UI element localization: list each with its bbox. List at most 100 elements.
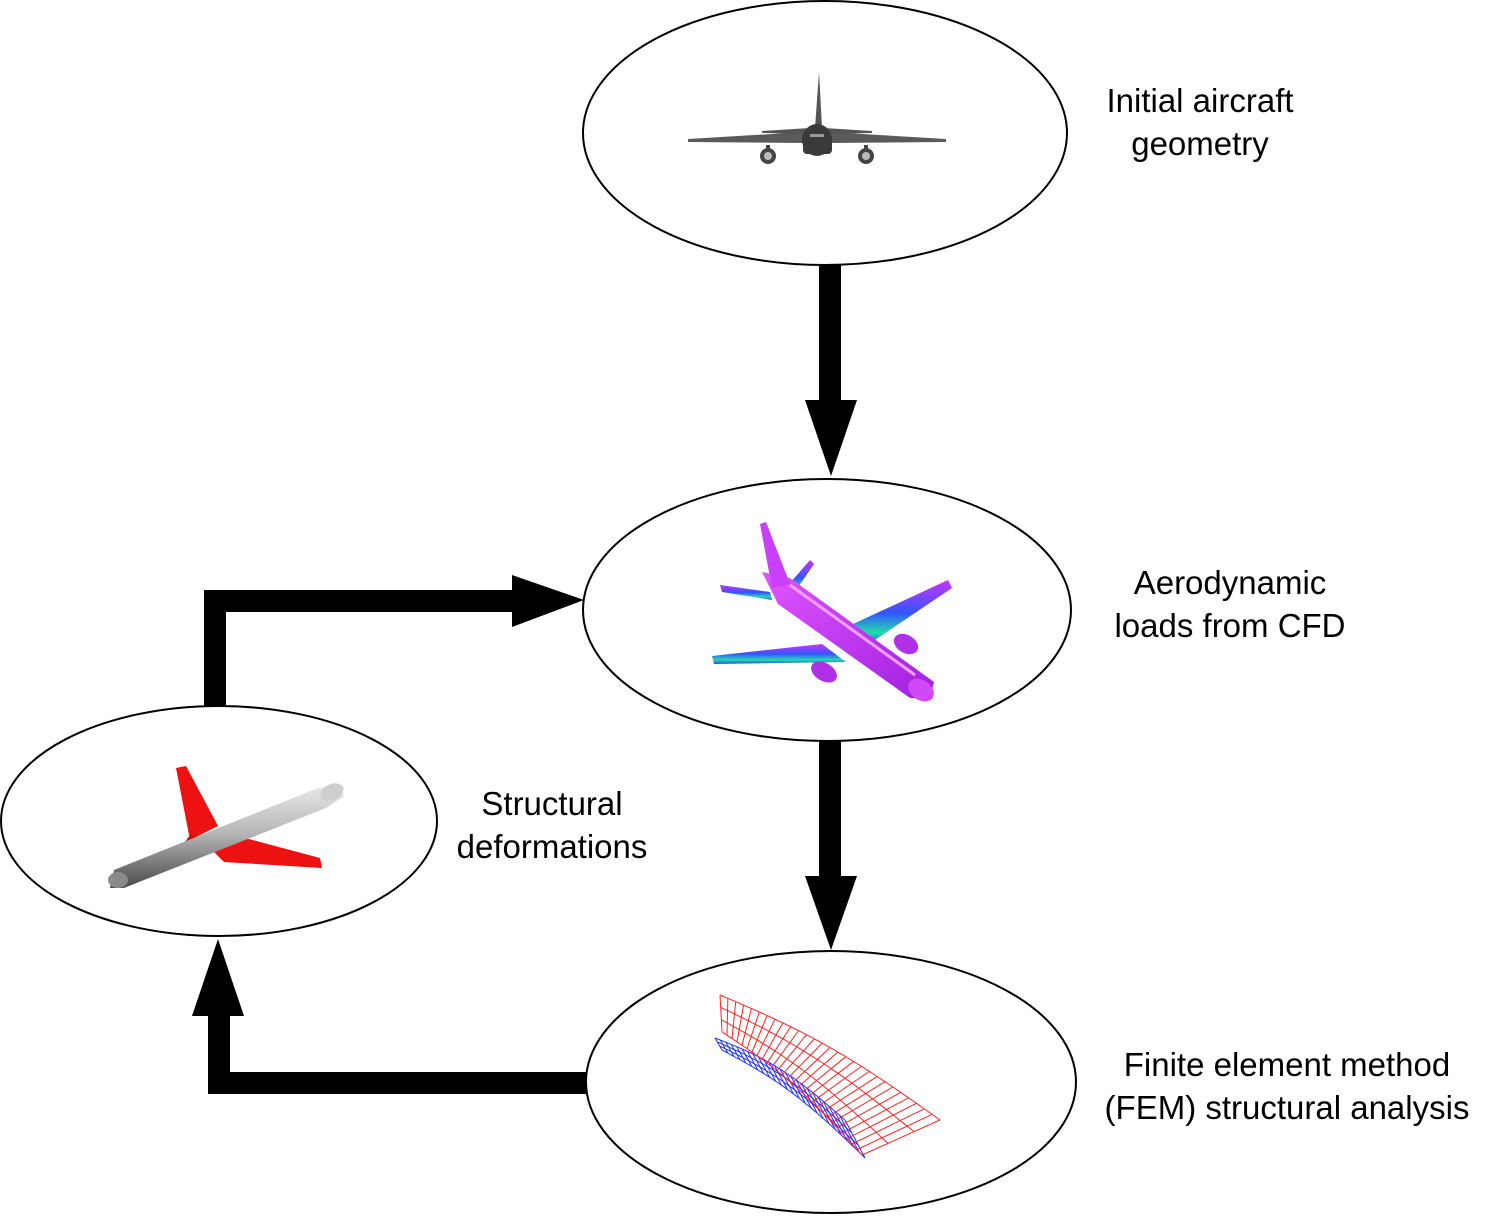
mesh-line [884, 1081, 895, 1089]
mesh-line [833, 1110, 840, 1116]
mesh-line [771, 1073, 778, 1079]
mesh-line [812, 1092, 819, 1098]
mesh-line [721, 1049, 729, 1054]
mesh-line [806, 1087, 813, 1093]
mesh-line [734, 1026, 743, 1032]
mesh-line [839, 1098, 847, 1106]
wing-mesh-icon [714, 994, 941, 1159]
mesh-line [852, 1111, 861, 1119]
mesh-line [776, 1034, 807, 1072]
mesh-line [719, 994, 730, 1000]
mesh-line [826, 1116, 834, 1124]
mesh-line [905, 1124, 915, 1133]
mesh-line [816, 1070, 870, 1108]
mesh-line [802, 1032, 812, 1038]
mesh-line [866, 1069, 877, 1077]
mesh-line [748, 1060, 755, 1065]
mesh-line [745, 1047, 752, 1052]
mesh-line [801, 1083, 818, 1114]
mesh-line [756, 1018, 776, 1056]
node-fem-ellipse [585, 950, 1077, 1214]
node-structural-ellipse [0, 705, 438, 937]
mesh-line [795, 1084, 802, 1090]
arrow-structural-to-aero [204, 575, 584, 706]
mesh-line [841, 1097, 909, 1134]
mesh-line [797, 1088, 805, 1095]
mesh-line [719, 1045, 726, 1050]
mesh-line [912, 1100, 922, 1108]
mesh-line [861, 1119, 941, 1156]
mesh-line [774, 1068, 781, 1074]
mesh-line [800, 1089, 808, 1095]
mesh-line [750, 1051, 758, 1057]
mesh-line [762, 1059, 769, 1065]
mesh-line [725, 1041, 735, 1057]
mesh-line [752, 1053, 765, 1074]
mesh-line [727, 1052, 735, 1057]
mesh-line [741, 1008, 752, 1046]
mesh-line [781, 1084, 788, 1090]
mesh-line [799, 1098, 806, 1104]
mesh-line [857, 1063, 867, 1071]
mesh-line [817, 1112, 824, 1119]
mesh-line [745, 1062, 753, 1067]
mesh-line [818, 1081, 826, 1089]
mesh-line [748, 1034, 757, 1040]
mesh-line [809, 1053, 818, 1060]
mesh-line [881, 1105, 891, 1113]
mesh-line [728, 1046, 735, 1050]
mesh-line [841, 1075, 850, 1082]
node-aero-label-line: Aerodynamic [1133, 564, 1327, 601]
mesh-line [790, 1061, 799, 1067]
mesh-line [797, 1066, 805, 1072]
mesh-line [765, 1070, 772, 1075]
mesh-line [791, 1083, 799, 1090]
mesh-line [731, 1001, 737, 1039]
mesh-line [714, 1037, 721, 1041]
mesh-line [849, 1141, 857, 1149]
mesh-line [736, 1046, 743, 1050]
mesh-line [777, 1077, 784, 1083]
mesh-line [761, 1063, 768, 1068]
mesh-line [834, 1129, 842, 1136]
mesh-line [769, 1076, 776, 1082]
mesh-line [814, 1104, 822, 1112]
mesh-line [817, 1059, 826, 1066]
mesh-line [721, 1019, 729, 1024]
mesh-line [792, 1044, 802, 1050]
mesh-line [733, 1055, 741, 1061]
mesh-line [756, 1060, 763, 1065]
mesh-line [728, 1023, 736, 1028]
mesh-line [757, 1056, 771, 1078]
mesh-line [873, 1130, 882, 1138]
mesh-line [800, 1049, 810, 1055]
mesh-line [775, 1080, 782, 1086]
mesh-line [812, 1097, 819, 1104]
mesh-line [857, 1087, 866, 1094]
mesh-line [803, 1093, 810, 1100]
mesh-line [781, 1038, 815, 1076]
mesh-line [844, 1135, 851, 1143]
mesh-line [739, 1059, 747, 1064]
mesh-line [806, 1061, 854, 1098]
mesh-line [838, 1052, 849, 1059]
node-structural-label-line: Structural [481, 785, 623, 822]
node-aero-label-line: loads from CFD [1114, 607, 1346, 644]
mesh-line [784, 1072, 800, 1099]
mesh-line [754, 1063, 761, 1068]
mesh-line [855, 1148, 863, 1156]
mesh-line [759, 1066, 767, 1071]
mesh-line [832, 1093, 840, 1100]
mesh-line [834, 1117, 841, 1123]
mesh-line [782, 1081, 790, 1087]
mesh-line [839, 1114, 846, 1121]
mesh-line [790, 1075, 797, 1081]
mesh-line [736, 1014, 746, 1020]
mesh-line [760, 1026, 770, 1032]
mesh-line [846, 1140, 854, 1147]
mesh-line [714, 1037, 723, 1051]
mesh-line [787, 1089, 794, 1095]
mesh-line [790, 1075, 806, 1104]
mesh-line [796, 1051, 839, 1089]
